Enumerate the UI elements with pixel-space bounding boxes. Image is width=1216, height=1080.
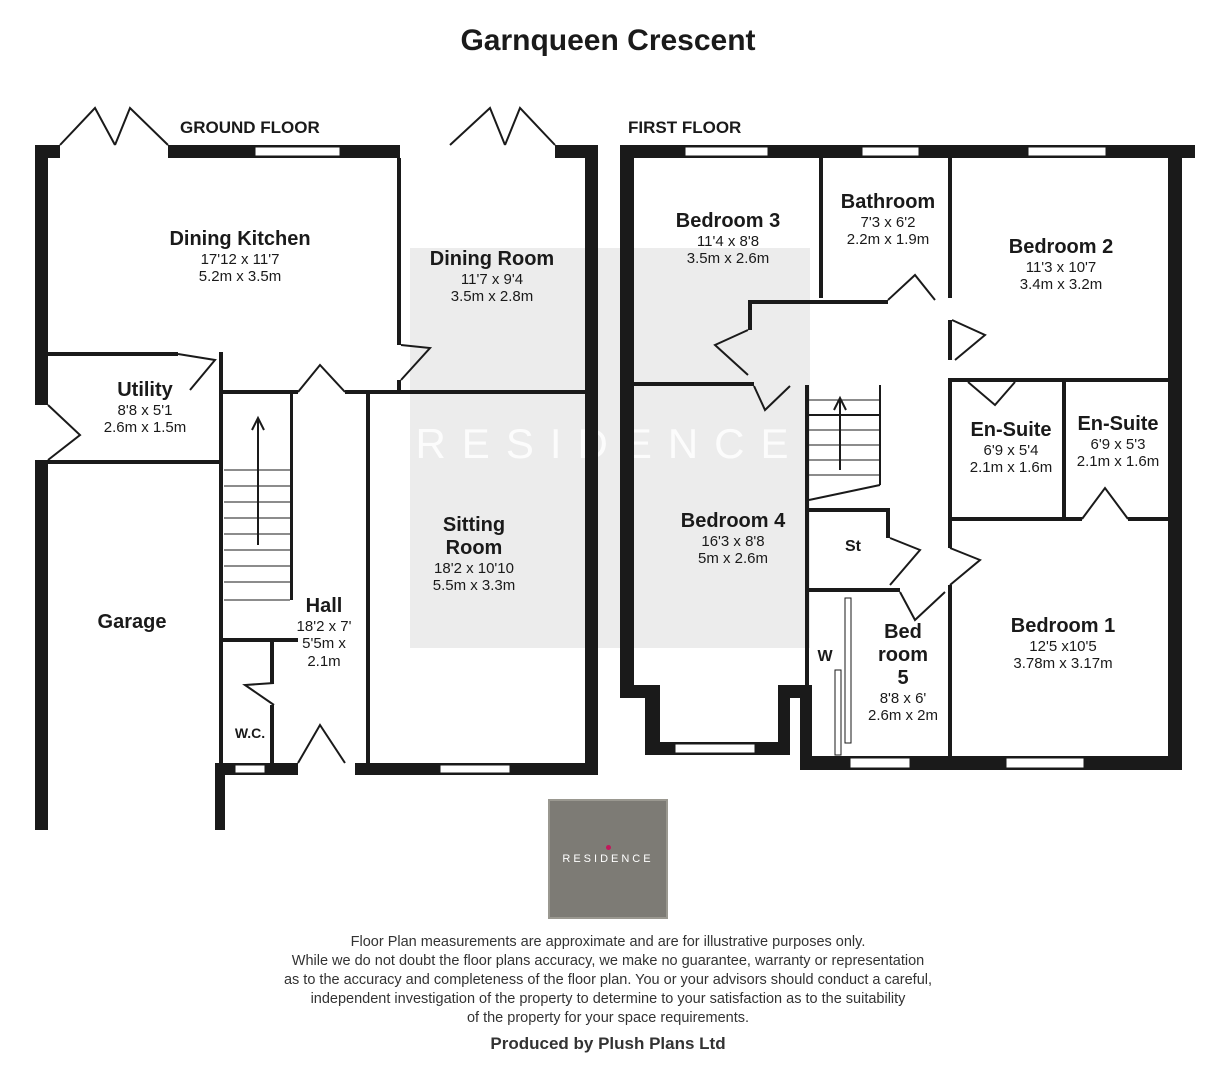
logo-text: RESIDENCE xyxy=(562,853,654,865)
watermark-box xyxy=(410,248,810,648)
page-title: Garnqueen Crescent xyxy=(460,24,756,57)
logo-dot xyxy=(606,845,611,850)
producer-credit: Produced by Plush Plans Ltd xyxy=(490,1034,726,1053)
disclaimer-line: While we do not doubt the floor plans ac… xyxy=(291,953,925,969)
disclaimer: Floor Plan measurements are approximate … xyxy=(0,933,1216,1028)
ground-floor-label: GROUND FLOOR xyxy=(180,118,320,137)
disclaimer-line: as to the accuracy and completeness of t… xyxy=(283,972,933,988)
first-stairs xyxy=(809,399,880,476)
disclaimer-line: of the property for your space requireme… xyxy=(466,1010,750,1026)
ground-doors xyxy=(47,106,556,764)
ground-windows xyxy=(234,146,511,774)
ground-stairs xyxy=(224,469,290,601)
room-store: St xyxy=(845,538,861,555)
room-wardrobe: W xyxy=(817,648,833,665)
watermark-text: RESIDENCE xyxy=(415,420,805,467)
residence-logo: RESIDENCE xyxy=(548,799,668,919)
room-wc: W.C. xyxy=(234,725,266,741)
disclaimer-line: independent investigation of the propert… xyxy=(310,991,906,1007)
first-windows xyxy=(674,146,1107,769)
first-doors xyxy=(713,273,1129,622)
disclaimer-line: Floor Plan measurements are approximate … xyxy=(350,934,866,950)
first-floor-label: FIRST FLOOR xyxy=(628,118,742,137)
room-garage: Garage xyxy=(97,611,167,633)
